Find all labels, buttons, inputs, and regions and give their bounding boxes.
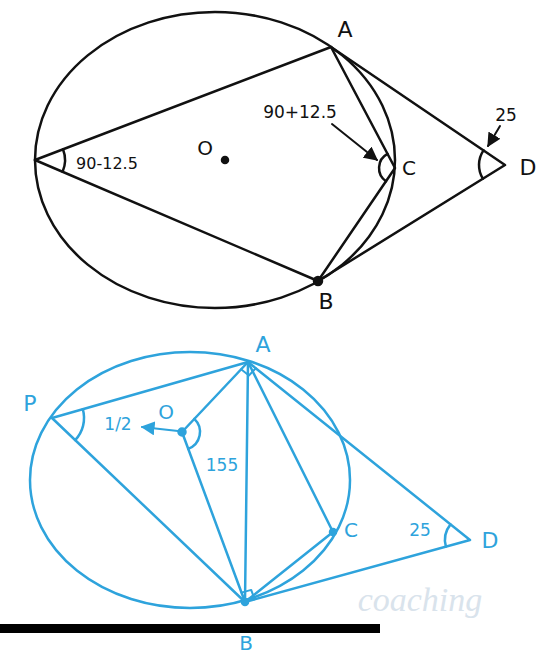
angle-value: 1/2: [104, 416, 131, 433]
angle-value: 90+12.5: [263, 104, 337, 121]
radius: [182, 362, 248, 602]
center-dot: [179, 429, 186, 436]
top-figure: [35, 12, 505, 308]
point-label: C: [402, 158, 416, 178]
leader-arrow: [332, 124, 377, 160]
bottom-figure: [30, 352, 470, 608]
point-label: O: [158, 402, 174, 422]
point-label: D: [520, 157, 537, 179]
leader-arrow: [488, 126, 500, 146]
black-bar: [0, 624, 380, 633]
point-label: D: [482, 530, 499, 552]
leader-arrow: [142, 427, 178, 431]
chord: [52, 362, 248, 418]
point-label: A: [255, 334, 270, 356]
angle-arc: [188, 419, 200, 449]
point-dot: [242, 599, 248, 605]
chord: [52, 418, 245, 602]
angle-arc: [479, 150, 483, 178]
point-dot: [330, 529, 336, 535]
point-label: A: [337, 19, 352, 41]
angle-arc: [63, 149, 65, 172]
angle-arc: [75, 409, 84, 440]
angle-value: 25: [409, 522, 431, 539]
angle-arc: [379, 154, 387, 181]
chord: [245, 362, 248, 602]
circle: [35, 12, 395, 308]
chord: [318, 47, 395, 281]
circle: [30, 352, 350, 608]
angle-value: 25: [495, 107, 517, 124]
point-label: C: [344, 520, 358, 540]
watermark: coaching: [358, 583, 483, 617]
point-label: B: [318, 291, 333, 313]
angle-value: 155: [206, 457, 238, 474]
point-label: B: [239, 633, 253, 653]
chord: [245, 362, 333, 602]
right-angle-mark: [241, 368, 256, 375]
point-dot: [314, 277, 322, 285]
chord: [35, 160, 318, 281]
angle-value: 90-12.5: [76, 156, 138, 172]
tangent-lines: [245, 362, 470, 602]
point-label: P: [23, 393, 36, 415]
angle-arc: [445, 524, 450, 546]
right-angle-mark: [242, 590, 255, 599]
tangent-lines: [318, 47, 505, 281]
center-dot: [222, 157, 228, 163]
point-label: O: [197, 138, 213, 158]
